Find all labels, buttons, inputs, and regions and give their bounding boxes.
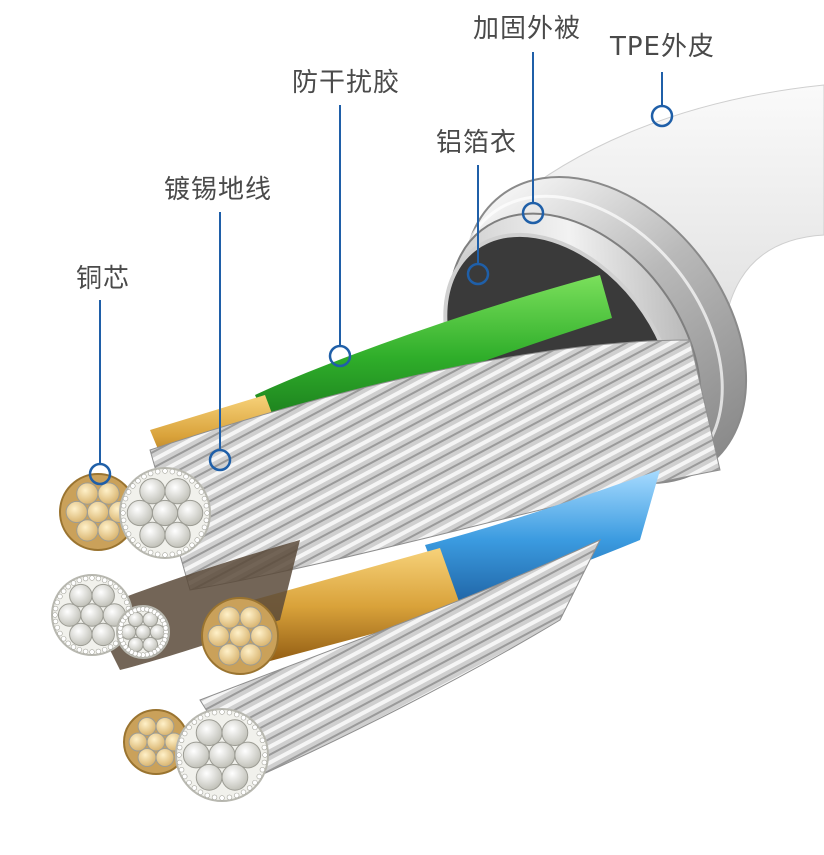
- blue-conductor: [235, 470, 660, 665]
- strand-cross-sections: [51, 467, 279, 802]
- callout-tpe-jacket: [650, 72, 674, 128]
- callout-reinforced-braid: [521, 52, 545, 225]
- label-tpe-jacket: TPE外皮: [610, 32, 715, 62]
- label-copper-core: 铜芯: [76, 264, 131, 294]
- callout-lines: [88, 52, 674, 486]
- callout-tinned-ground: [208, 212, 232, 472]
- ground-end-3: [116, 605, 170, 659]
- callout-copper-core: [88, 300, 112, 486]
- label-reinforced-braid: 加固外被: [473, 14, 582, 44]
- label-anti-interference-rubber: 防干扰胶: [292, 68, 401, 98]
- ground-end-1: [119, 467, 211, 559]
- label-aluminum-foil: 铝箔衣: [436, 128, 518, 158]
- ground-end-2: [51, 574, 133, 656]
- label-tinned-ground: 镀锡地线: [164, 175, 273, 205]
- callout-anti-interference-rubber: [328, 105, 352, 368]
- ground-end-4: [175, 708, 269, 802]
- callout-aluminum-foil: [466, 165, 490, 286]
- tinned-ground-bundle: [149, 339, 721, 591]
- copper-core-end-2: [201, 597, 279, 675]
